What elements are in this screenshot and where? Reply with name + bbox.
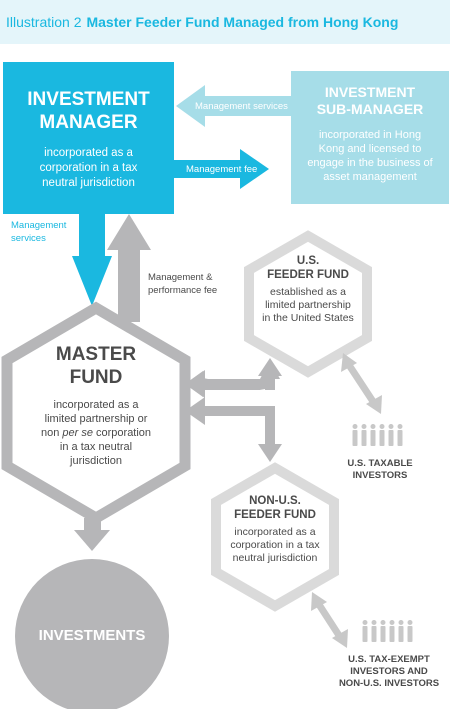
- non-us-investors-label: U.S. TAX-EXEMPT INVESTORS AND NON-U.S. I…: [330, 654, 448, 690]
- master-fund-desc-line4: in a tax neutral: [59, 441, 133, 453]
- arrow-management-services-down: [72, 214, 112, 306]
- investment-manager-desc-line1: incorporated as a: [44, 147, 133, 159]
- label-management-services-top: Management services: [195, 101, 288, 112]
- non-us-investors-label-line2: INVESTORS AND: [350, 666, 428, 677]
- master-fund-title-line2: FUND: [69, 367, 123, 388]
- arrowhead-us-feeder-up: [258, 358, 282, 376]
- non-us-investors-label-line3: NON-U.S. INVESTORS: [338, 678, 440, 689]
- sub-manager-title-line2: SUB-MANAGER: [316, 101, 424, 117]
- non-us-feeder-desc: incorporated as a corporation in a tax n…: [216, 526, 334, 565]
- us-feeder-title-line2: FEEDER FUND: [267, 269, 349, 281]
- sub-manager-desc-line4: asset management: [323, 171, 417, 183]
- master-fund-desc-line3-post: corporation: [92, 427, 152, 439]
- master-fund-desc-line5: jurisdiction: [70, 455, 122, 467]
- non-us-feeder-title: NON-U.S. FEEDER FUND: [216, 494, 334, 522]
- arrowhead-us-feeder-investors-up: [341, 353, 357, 372]
- title-prefix: Illustration 2: [6, 14, 82, 30]
- sub-manager-desc-line2: Kong and licensed to: [318, 143, 422, 155]
- page-title: Master Feeder Fund Managed from Hong Kon…: [86, 14, 399, 30]
- sub-manager-desc: incorporated in Hong Kong and licensed t…: [291, 128, 449, 184]
- us-investors-label-line1: U.S. TAXABLE: [347, 458, 413, 469]
- label-performance-fee-line2: performance fee: [148, 285, 218, 296]
- connector-master-us-feeder: [200, 370, 275, 389]
- label-management-services-left: Management services: [11, 219, 66, 245]
- non-us-feeder-desc-line2: corporation in a tax: [230, 539, 320, 551]
- non-us-feeder-hexagon: [211, 462, 339, 612]
- master-fund-desc: incorporated as a limited partnership or…: [15, 398, 177, 468]
- arrowhead-non-us-investors-down: [332, 629, 348, 648]
- sub-manager-box: [291, 71, 449, 204]
- sub-manager-desc-line3: engage in the business of: [307, 157, 433, 169]
- connector-master-non-us-feeder: [200, 406, 275, 446]
- master-fund-desc-line3: non per se corporation: [15, 426, 177, 440]
- master-fund-title-line1: MASTER: [55, 344, 137, 365]
- title-bar: Illustration 2 Master Feeder Fund Manage…: [0, 0, 450, 44]
- arrow-management-fee: [174, 149, 269, 189]
- us-feeder-title-line1: U.S.: [296, 255, 320, 267]
- investment-manager-title: INVESTMENT MANAGER: [3, 88, 174, 134]
- arrowhead-non-us-feeder-down: [258, 444, 282, 462]
- label-management-services-left-line2: services: [11, 233, 46, 244]
- arrowhead-us-feeder-investors-down: [366, 395, 382, 414]
- non-us-feeder-title-line2: FEEDER FUND: [234, 509, 316, 521]
- sub-manager-title-line1: INVESTMENT: [324, 84, 416, 100]
- us-feeder-desc: established as a limited partnership in …: [249, 286, 367, 325]
- label-management-services-left-line1: Management: [11, 220, 67, 231]
- master-fund-desc-line1: incorporated as a: [53, 399, 139, 411]
- investment-manager-title-line1: INVESTMENT: [27, 89, 150, 110]
- us-investors-people-icon: [352, 424, 403, 446]
- master-fund-desc-line3-pre: non: [40, 427, 63, 439]
- master-fund-desc-line2: limited partnership or: [44, 413, 148, 425]
- us-feeder-title: U.S. FEEDER FUND: [249, 254, 367, 282]
- arrowhead-master-left-1: [185, 370, 205, 398]
- non-us-feeder-desc-line1: incorporated as a: [234, 526, 316, 538]
- us-investors-label: U.S. TAXABLE INVESTORS: [330, 458, 430, 482]
- label-management-fee: Management fee: [186, 164, 258, 175]
- arrowhead-non-us-investors-up: [311, 592, 327, 611]
- arrowhead-master-left-2: [185, 397, 205, 425]
- investment-manager-desc: incorporated as a corporation in a tax n…: [3, 146, 174, 191]
- us-feeder-desc-line1: established as a: [270, 286, 346, 298]
- investment-manager-box: [3, 62, 174, 214]
- investment-manager-desc-line3: neutral jurisdiction: [42, 177, 135, 189]
- us-feeder-desc-line3: in the United States: [262, 312, 354, 324]
- sub-manager-desc-line1: incorporated in Hong: [318, 129, 422, 141]
- arrow-master-to-investments: [74, 518, 110, 551]
- master-fund-desc-line3-italic: per se: [62, 427, 93, 439]
- sub-manager-title: INVESTMENT SUB-MANAGER: [291, 84, 449, 118]
- investment-manager-title-line2: MANAGER: [39, 112, 138, 133]
- non-us-investors-people-icon: [362, 620, 413, 642]
- arrow-management-services-top: [176, 85, 291, 127]
- us-feeder-desc-line2: limited partnership: [265, 299, 351, 311]
- non-us-feeder-title-line1: NON-U.S.: [249, 495, 301, 507]
- non-us-feeder-desc-line3: neutral jurisdiction: [232, 552, 318, 564]
- us-investors-label-line2: INVESTORS: [352, 470, 408, 481]
- investments-label: INVESTMENTS: [38, 627, 146, 644]
- non-us-investors-label-line1: U.S. TAX-EXEMPT: [348, 654, 430, 665]
- investments-circle: [15, 559, 169, 709]
- master-fund-title: MASTER FUND: [15, 343, 177, 389]
- investment-manager-desc-line2: corporation in a tax: [39, 162, 138, 174]
- us-feeder-hexagon: [244, 230, 372, 378]
- arrow-performance-fee-up: [107, 214, 151, 322]
- label-performance-fee: Management & performance fee: [148, 271, 217, 297]
- label-performance-fee-line1: Management &: [148, 272, 213, 283]
